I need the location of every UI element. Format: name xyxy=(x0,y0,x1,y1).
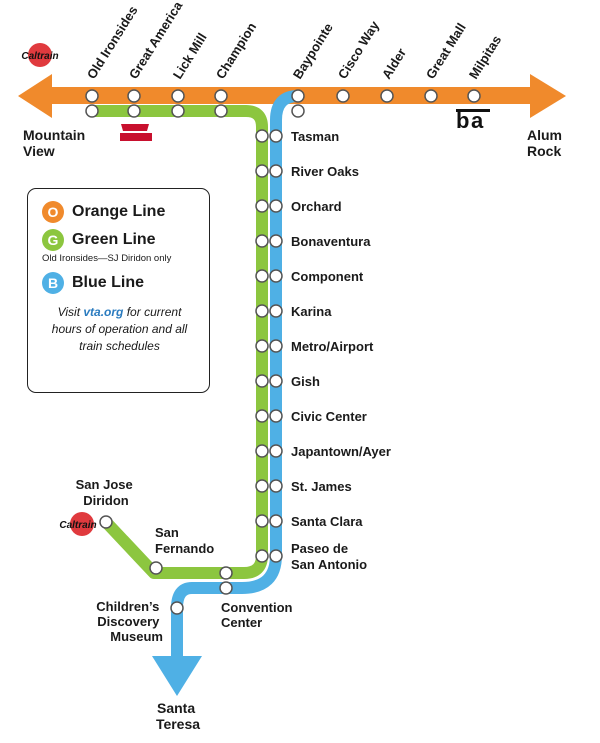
orange-line-name: Orange Line xyxy=(72,203,166,220)
station-great-america-green-marker xyxy=(127,104,141,118)
endpoint-south: Santa Teresa xyxy=(156,700,200,732)
station-label-alder: Alder xyxy=(379,45,409,81)
svg-text:b: b xyxy=(456,108,469,133)
station-karina-blue-marker xyxy=(269,304,283,318)
green-line-note: Old Ironsides—SJ Diridon only xyxy=(42,253,172,264)
station-component-blue-marker xyxy=(269,269,283,283)
station-orchard-green-marker xyxy=(255,199,269,213)
station-label-st-james: St. James xyxy=(291,479,352,494)
legend-box: O Orange Line G Green Line Old Ironsides… xyxy=(27,188,210,393)
station-san-jose-diridon-marker xyxy=(99,515,113,529)
station-paseo-de-san-antonio-blue-marker xyxy=(269,549,283,563)
station-label-champion: Champion xyxy=(213,20,259,82)
station-river-oaks-blue-marker xyxy=(269,164,283,178)
caltrain-logo-icon: Caltrain xyxy=(59,512,97,536)
vta-link[interactable]: vta.org xyxy=(83,305,124,319)
station-japantown-ayer-blue-marker xyxy=(269,444,283,458)
station-label-san-fernando: San Fernando xyxy=(155,525,214,556)
station-japantown-ayer-green-marker xyxy=(255,444,269,458)
svg-text:Caltrain: Caltrain xyxy=(21,51,58,62)
svg-text:Caltrain: Caltrain xyxy=(59,520,96,531)
station-metro-airport-green-marker xyxy=(255,339,269,353)
station-tasman-green-marker xyxy=(255,129,269,143)
station-lick-mill-green-marker xyxy=(171,104,185,118)
station-label-metro-airport: Metro/Airport xyxy=(291,339,374,354)
blue-line xyxy=(152,90,299,696)
station-great-mall-orange-marker xyxy=(424,89,438,103)
station-river-oaks-green-marker xyxy=(255,164,269,178)
station-label-japantown-ayer: Japantown/Ayer xyxy=(291,444,391,459)
caltrain-logo-icon: Caltrain xyxy=(21,43,59,67)
station-label-component: Component xyxy=(291,269,364,284)
station-lick-mill-orange-marker xyxy=(171,89,185,103)
station-karina-green-marker xyxy=(255,304,269,318)
station-label-karina: Karina xyxy=(291,304,332,319)
station-champion-green-marker xyxy=(214,104,228,118)
legend-orange: O Orange Line xyxy=(42,201,197,223)
station-san-fernando-marker xyxy=(149,561,163,575)
station-baypointe-orange-marker xyxy=(291,89,305,103)
station-label-cisco-way: Cisco Way xyxy=(335,18,383,82)
endpoint-east: Alum Rock xyxy=(527,127,566,159)
blue-line-name: Blue Line xyxy=(72,274,145,291)
station-milpitas-orange-marker xyxy=(467,89,481,103)
station-convention-center-green-marker xyxy=(219,566,233,580)
blue-line-badge: B xyxy=(42,272,64,294)
bart-logo-icon: b a xyxy=(456,108,490,133)
station-component-green-marker xyxy=(255,269,269,283)
station-metro-airport-blue-marker xyxy=(269,339,283,353)
endpoint-west: Mountain View xyxy=(23,127,89,159)
station-label-convention-center: Convention Center xyxy=(221,600,296,630)
orange-line-badge: O xyxy=(42,201,64,223)
station-label-gish: Gish xyxy=(291,374,320,389)
station-gish-blue-marker xyxy=(269,374,283,388)
station-baypointe-blue-marker xyxy=(291,104,305,118)
green-line-badge: G xyxy=(42,229,64,251)
station-santa-clara-blue-marker xyxy=(269,514,283,528)
station-st-james-blue-marker xyxy=(269,479,283,493)
station-label-orchard: Orchard xyxy=(291,199,342,214)
station-old-ironsides-orange-marker xyxy=(85,89,99,103)
station-gish-green-marker xyxy=(255,374,269,388)
levis-stadium-logo-icon xyxy=(120,124,152,141)
station-label-tasman: Tasman xyxy=(291,129,339,144)
station-champion-orange-marker xyxy=(214,89,228,103)
station-cisco-way-orange-marker xyxy=(336,89,350,103)
station-bonaventura-blue-marker xyxy=(269,234,283,248)
station-great-america-orange-marker xyxy=(127,89,141,103)
station-st-james-green-marker xyxy=(255,479,269,493)
station-convention-center-blue-marker xyxy=(219,581,233,595)
station-childrens-discovery-museum-marker xyxy=(170,601,184,615)
station-label-bonaventura: Bonaventura xyxy=(291,234,371,249)
station-label-paseo-de-san-antonio: Paseo de San Antonio xyxy=(291,541,367,572)
station-label-santa-clara: Santa Clara xyxy=(291,514,363,529)
legend-blue: B Blue Line xyxy=(42,272,197,294)
station-santa-clara-green-marker xyxy=(255,514,269,528)
station-label-childrens-discovery-museum: Children’s Discovery Museum xyxy=(96,599,163,644)
station-label-lick-mill: Lick Mill xyxy=(170,30,210,81)
station-label-baypointe: Baypointe xyxy=(290,20,336,81)
station-label-river-oaks: River Oaks xyxy=(291,164,359,179)
station-old-ironsides-green-marker xyxy=(85,104,99,118)
station-civic-center-green-marker xyxy=(255,409,269,423)
station-tasman-blue-marker xyxy=(269,129,283,143)
legend-green: G Green Line xyxy=(42,229,197,251)
station-alder-orange-marker xyxy=(380,89,394,103)
station-label-civic-center: Civic Center xyxy=(291,409,367,424)
station-label-san-jose-diridon: San Jose Diridon xyxy=(76,477,137,508)
station-label-milpitas: Milpitas xyxy=(466,33,504,82)
legend-visit-text: Visit vta.org for current hours of opera… xyxy=(51,305,188,353)
station-orchard-blue-marker xyxy=(269,199,283,213)
station-bonaventura-green-marker xyxy=(255,234,269,248)
station-label-great-mall: Great Mall xyxy=(423,20,469,81)
svg-text:a: a xyxy=(471,108,484,133)
green-line-name: Green Line xyxy=(72,231,156,248)
station-civic-center-blue-marker xyxy=(269,409,283,423)
station-paseo-de-san-antonio-green-marker xyxy=(255,549,269,563)
